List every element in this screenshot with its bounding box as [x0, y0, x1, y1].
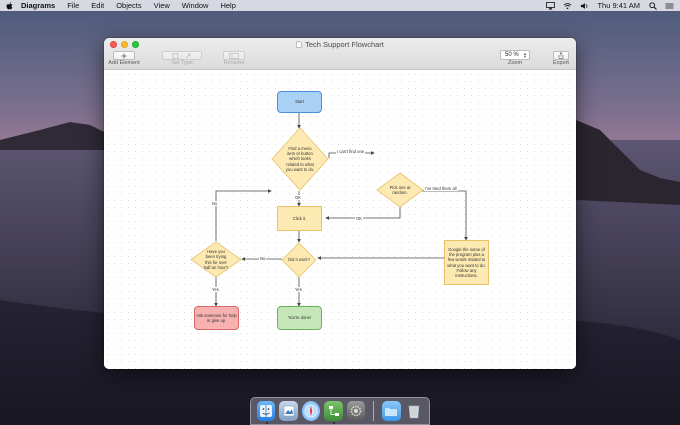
- zoom-label: Zoom: [507, 60, 523, 66]
- wifi-icon[interactable]: [563, 1, 572, 10]
- decision-diamond-shape: [271, 127, 329, 191]
- node-ask-someone-label: Ask someone for help or give up.: [196, 312, 237, 323]
- menu-file[interactable]: File: [67, 1, 80, 10]
- node-google[interactable]: Google the name of the program plus a fe…: [444, 240, 489, 285]
- edge-pick-ok[interactable]: [325, 207, 401, 220]
- menu-bar: Diagrams File Edit Objects View Window H…: [0, 0, 680, 11]
- window-titlebar: Tech Support Flowchart Add Element Set T…: [104, 38, 576, 70]
- system-preferences-icon[interactable]: [346, 401, 366, 421]
- document-icon: [296, 41, 302, 48]
- window-title-text: Tech Support Flowchart: [305, 40, 384, 49]
- node-did-it-work-label: Did it work?: [288, 257, 310, 263]
- share-export-icon: [558, 52, 564, 59]
- zoom-window-button[interactable]: [132, 41, 139, 48]
- airplay-icon[interactable]: [546, 1, 556, 10]
- rename-label: Rename: [223, 60, 245, 66]
- close-window-button[interactable]: [110, 41, 117, 48]
- finder-icon[interactable]: [257, 401, 276, 424]
- node-click-it[interactable]: Click it.: [277, 206, 322, 231]
- export-label: Export: [553, 60, 569, 66]
- dock-separator: [373, 401, 375, 421]
- zoom-value: 50 %: [505, 52, 519, 58]
- spotlight-search-icon[interactable]: [648, 1, 657, 10]
- node-start[interactable]: Start: [277, 91, 322, 113]
- edge-label-no-left: No: [259, 256, 267, 261]
- running-indicator: [266, 422, 268, 424]
- minimize-window-button[interactable]: [121, 41, 128, 48]
- trash-icon[interactable]: [405, 401, 423, 421]
- control-center-icon[interactable]: [665, 1, 674, 10]
- node-ask-someone[interactable]: Ask someone for help or give up.: [194, 306, 239, 330]
- node-did-it-work[interactable]: Did it work?: [281, 242, 317, 278]
- node-start-label: Start: [295, 99, 304, 105]
- downloads-folder-icon[interactable]: [382, 401, 401, 421]
- traffic-lights: [110, 41, 139, 48]
- edge-label-yes-done: Yes: [294, 287, 303, 292]
- edge-label-cant-find: I can't find one: [336, 149, 366, 154]
- node-done[interactable]: You're done!: [277, 306, 322, 330]
- edge-label-ok-pick: OK: [355, 216, 364, 221]
- diagram-canvas[interactable]: Start Find a menu item or button which l…: [104, 71, 576, 369]
- set-type-label: Set Type: [171, 60, 193, 66]
- node-find-menu[interactable]: Find a menu item or button which looks r…: [271, 127, 329, 191]
- menu-help[interactable]: Help: [220, 1, 236, 10]
- export-button[interactable]: [553, 51, 569, 60]
- set-type-button[interactable]: [162, 51, 202, 60]
- volume-icon[interactable]: [580, 1, 589, 10]
- apple-menu-icon[interactable]: [6, 1, 14, 10]
- node-pick-random-label: Pick one at random.: [389, 184, 411, 195]
- rename-button[interactable]: [223, 51, 245, 60]
- node-done-label: You're done!: [287, 315, 312, 321]
- diagrams-window: Tech Support Flowchart Add Element Set T…: [104, 38, 576, 369]
- edge-trying-no[interactable]: [215, 189, 272, 241]
- plus-icon: [121, 53, 127, 58]
- node-pick-random[interactable]: Pick one at random.: [376, 172, 424, 208]
- node-click-it-label: Click it.: [292, 215, 307, 221]
- node-find-menu-label: Find a menu item or button which looks r…: [285, 145, 315, 172]
- menu-edit[interactable]: Edit: [91, 1, 105, 10]
- menu-view[interactable]: View: [153, 1, 170, 10]
- edge-label-tried-all: I've tried them all: [424, 186, 458, 191]
- menu-app-name[interactable]: Diagrams: [21, 1, 56, 10]
- decision-diamond-shape: [281, 242, 317, 278]
- menubar-clock[interactable]: Thu 9:41 AM: [597, 1, 640, 10]
- set-type-shapes-icon: [172, 52, 191, 59]
- menu-objects[interactable]: Objects: [116, 1, 142, 10]
- zoom-field[interactable]: 50 % ▲▼: [500, 50, 530, 60]
- running-indicator: [333, 422, 336, 424]
- preview-app-icon[interactable]: [279, 401, 298, 421]
- window-title: Tech Support Flowchart: [104, 40, 576, 49]
- diagrams-app-icon[interactable]: [324, 401, 343, 424]
- edge-label-ok-find: OK: [294, 195, 303, 200]
- edge-label-yes-ask: Yes: [211, 287, 220, 292]
- edge-tried-all[interactable]: [422, 190, 468, 241]
- add-element-label: Add Element: [108, 60, 140, 66]
- dock: [250, 397, 430, 425]
- node-trying-half-hour[interactable]: Have you been trying this for over half …: [190, 241, 242, 278]
- zoom-stepper-icon[interactable]: ▲▼: [523, 51, 527, 59]
- node-trying-label: Have you been trying this for over half …: [203, 249, 229, 270]
- connectors-layer: [214, 113, 468, 307]
- edge-label-no-up: No: [211, 201, 219, 206]
- add-element-button[interactable]: [113, 51, 135, 60]
- decision-diamond-shape: [376, 172, 424, 208]
- safari-icon[interactable]: [301, 401, 321, 421]
- rename-text-field-icon: [229, 52, 239, 59]
- node-google-label: Google the name of the program plus a fe…: [447, 246, 486, 278]
- decision-diamond-shape: [190, 241, 242, 278]
- menu-window[interactable]: Window: [181, 1, 209, 10]
